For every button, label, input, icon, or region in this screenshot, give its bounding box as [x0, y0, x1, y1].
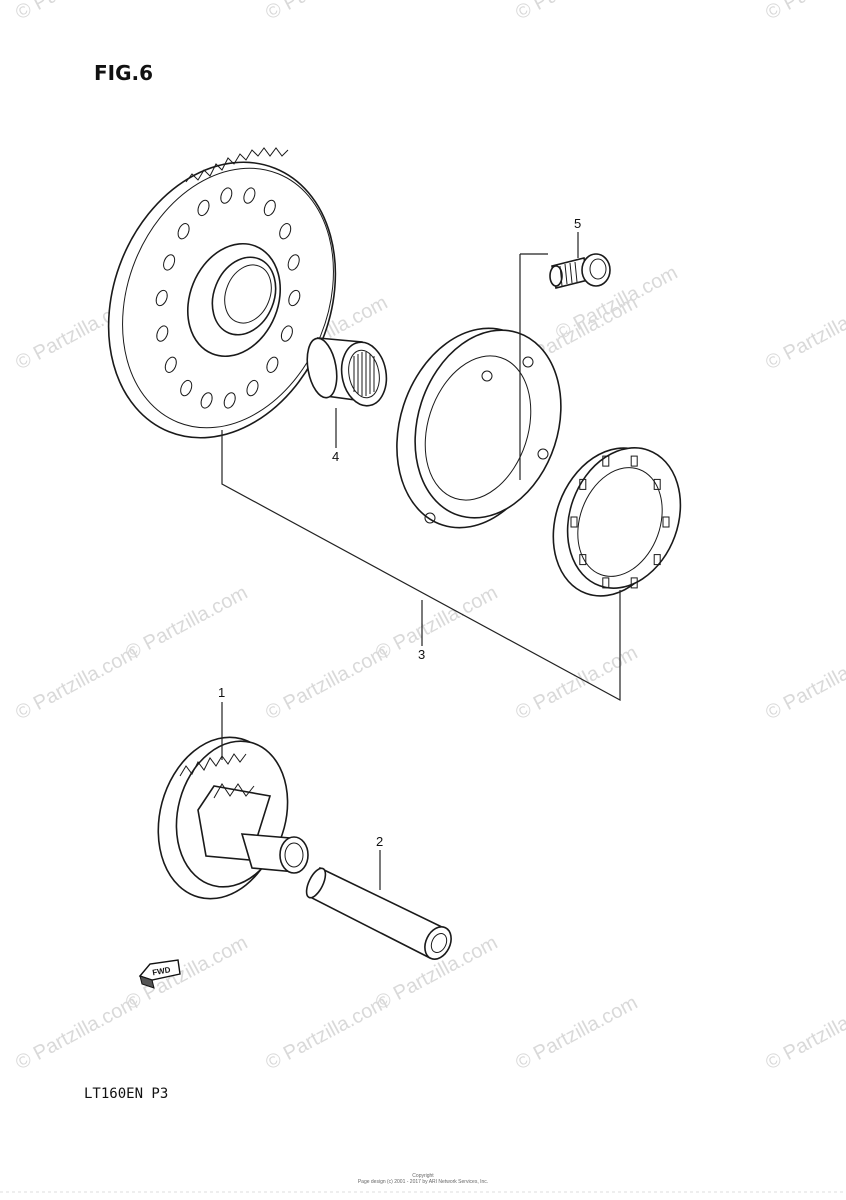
disk-hole [243, 187, 256, 204]
sprag-slot [579, 478, 587, 490]
model-code: LT160EN P3 [84, 1086, 168, 1102]
callout-1: 1 [218, 685, 225, 700]
watermark-text: © Partzilla.com [762, 0, 846, 24]
watermark-text: © Partzilla.com [512, 0, 641, 24]
sprag-slot [630, 455, 638, 467]
watermark-text: © Partzilla.com [12, 0, 141, 24]
bolt [549, 253, 611, 289]
watermark-text: © Partzilla.com [372, 582, 501, 665]
disk-hole [156, 325, 169, 342]
watermark-text: © Partzilla.com [762, 642, 846, 725]
callout-5: 5 [574, 216, 581, 231]
watermark-layer: © Partzilla.com© Partzilla.com© Partzill… [12, 0, 846, 1074]
disk-hole [279, 223, 292, 240]
disk-hole [200, 392, 213, 409]
disk-hole [177, 223, 190, 240]
disk-hole [220, 187, 233, 204]
disk-hole [155, 289, 168, 307]
one-way-clutch [552, 447, 682, 597]
sprag-slot [662, 516, 670, 528]
disk-hole [280, 325, 293, 342]
callout-3: 3 [418, 647, 425, 662]
watermark-text: © Partzilla.com [262, 0, 391, 24]
callout-4: 4 [332, 449, 339, 464]
clutch-housing [396, 327, 562, 529]
disk-holes [155, 187, 301, 409]
sprag-slot [579, 554, 587, 566]
shaft [305, 866, 452, 960]
sprag-slot [653, 554, 661, 566]
watermark-text: © Partzilla.com [512, 642, 641, 725]
starter-clutch-gear [157, 736, 309, 900]
footer-copyright: Copyright [412, 1173, 434, 1179]
sprag-slots [570, 455, 670, 589]
leader-lines [221, 232, 621, 890]
starter-driven-gear-disk [107, 147, 337, 439]
watermark-text: © Partzilla.com [12, 642, 141, 725]
disk-hole [180, 379, 193, 397]
disk-hole [246, 379, 259, 397]
watermark-text: © Partzilla.com [122, 582, 251, 665]
disk-hole [287, 254, 300, 271]
watermark-text: © Partzilla.com [262, 642, 391, 725]
disk-hole [263, 199, 276, 217]
watermark-text: © Partzilla.com [122, 932, 251, 1015]
disk-hole [197, 199, 210, 217]
disk-hole [223, 392, 236, 409]
watermark-text: © Partzilla.com [762, 992, 846, 1075]
fwd-arrow-icon: FWD [138, 959, 181, 989]
watermark-text: © Partzilla.com [12, 992, 141, 1075]
sprag-slot [602, 577, 610, 589]
disk-hole [288, 289, 301, 307]
fwd-label: FWD [152, 965, 172, 977]
watermark-text: © Partzilla.com [262, 992, 391, 1075]
disk-hole [266, 356, 279, 373]
disk-hole [163, 254, 176, 271]
watermark-text: © Partzilla.com [512, 992, 641, 1075]
callout-2: 2 [376, 834, 383, 849]
sprag-slot [630, 577, 638, 589]
disk-hole [164, 356, 177, 373]
watermark-text: © Partzilla.com [762, 292, 846, 375]
figure-title: FIG.6 [94, 61, 153, 85]
sprag-slot [570, 516, 578, 528]
footer-page-design: Page design (c) 2001 - 2017 by ARI Netwo… [358, 1179, 488, 1185]
sprag-slot [602, 455, 610, 467]
sprag-slot [653, 478, 661, 490]
needle-bearing [306, 337, 388, 407]
